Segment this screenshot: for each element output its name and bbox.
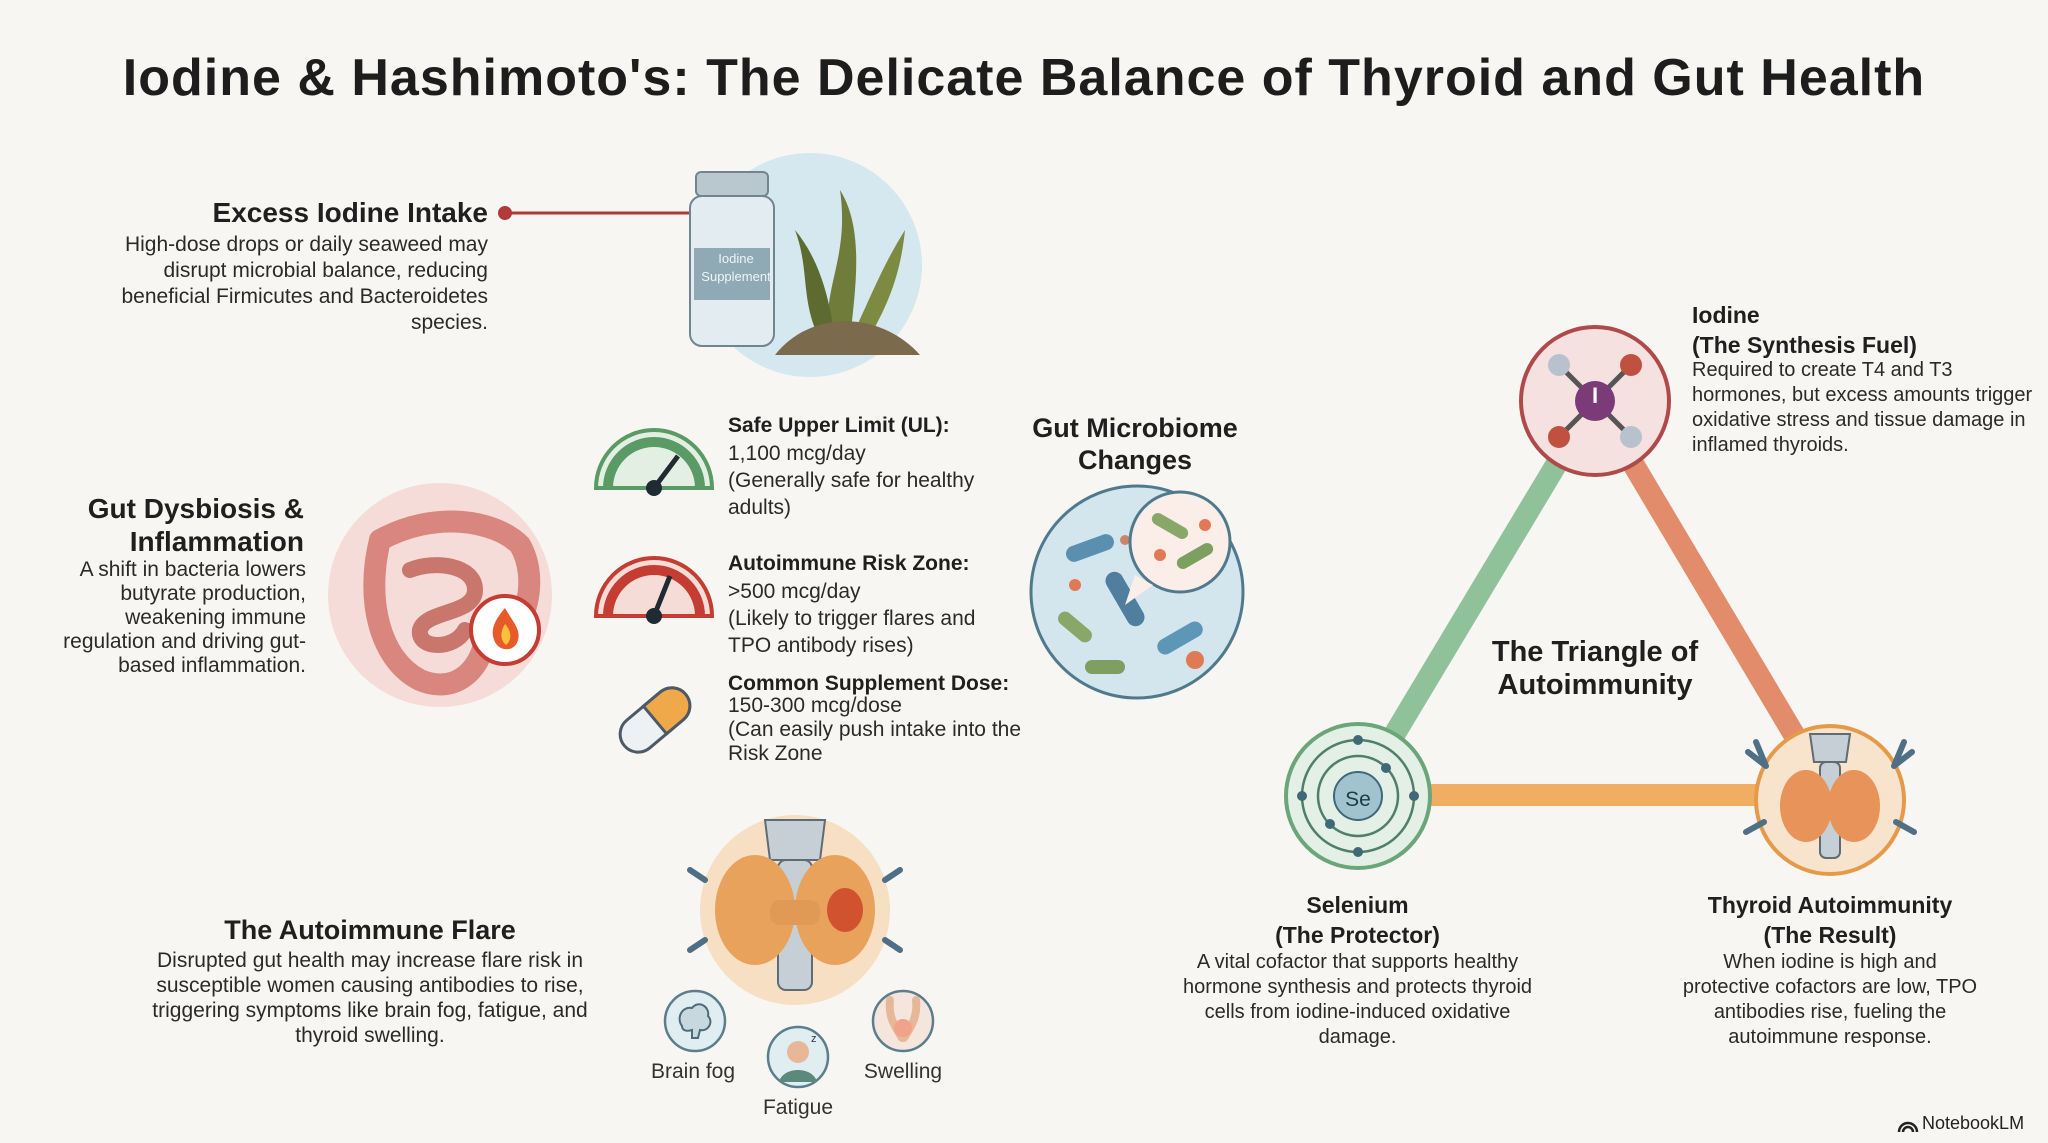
risk-zone-value: >500 mcg/day (728, 580, 861, 603)
microbiome-bacteria-illustration (1029, 484, 1245, 700)
risk-zone-label: Autoimmune Risk Zone: (728, 552, 970, 575)
capsule-icon (618, 686, 692, 754)
safe-limit-value: 1,100 mcg/day (728, 442, 866, 465)
microbiome-heading-line-2: Changes (1077, 445, 1193, 475)
iodine-molecule-icon (1519, 325, 1671, 477)
notebooklm-logo-icon (1897, 1121, 1919, 1133)
iodine-symbol: I (1591, 383, 1599, 408)
flare-body: Disrupted gut health may increase flare … (152, 949, 588, 1047)
triangle-center-line-1: The Triangle of (1491, 636, 1699, 668)
excess-iodine-heading: Excess Iodine Intake (212, 197, 488, 228)
safe-limit-note: (Generally safe for healthy adults) (728, 469, 975, 519)
thyroid-heading-line-2: (The Result) (1763, 922, 1897, 948)
safe-gauge-icon (593, 428, 715, 496)
symptom-brain-fog: Brain fog (650, 1060, 736, 1083)
risk-gauge-icon (593, 556, 715, 624)
bottle-label-line-2: Supplement (701, 269, 771, 284)
safe-limit-label: Safe Upper Limit (UL): (728, 414, 950, 437)
inflamed-thyroid-illustration (687, 815, 903, 1005)
brand-label: NotebookLM (1922, 1113, 2025, 1133)
dysbiosis-heading-line-2: Inflammation (129, 526, 304, 557)
dysbiosis-body: A shift in bacteria lowers butyrate prod… (63, 558, 306, 677)
iodine-heading-line-2: (The Synthesis Fuel) (1692, 332, 1917, 358)
triangle-center-line-2: Autoimmunity (1497, 669, 1693, 701)
fatigue-icon: z (766, 1025, 830, 1089)
swelling-icon (871, 989, 935, 1053)
selenium-atom-icon (1284, 722, 1432, 870)
microbiome-heading-line-1: Gut Microbiome (1032, 413, 1238, 443)
thyroid-body: When iodine is high and protective cofac… (1682, 951, 1978, 1048)
risk-zone-note: (Likely to trigger flares and TPO antibo… (728, 607, 976, 657)
supplement-dose-label: Common Supplement Dose: (728, 672, 1010, 695)
iodine-heading-line-1: Iodine (1692, 302, 1760, 328)
dysbiosis-heading-line-1: Gut Dysbiosis & (87, 493, 304, 524)
bottle-label-line-1: Iodine (718, 251, 754, 266)
page-title: Iodine & Hashimoto's: The Delicate Balan… (122, 49, 1926, 107)
svg-text:z: z (811, 1033, 817, 1045)
symptom-fatigue: Fatigue (762, 1096, 834, 1119)
thyroid-antibody-icon (1743, 724, 1917, 876)
iodine-body: Required to create T4 and T3 hormones, b… (1692, 359, 2033, 456)
selenium-symbol: Se (1345, 788, 1371, 811)
intestine-fire-icon (328, 483, 552, 707)
excess-iodine-body: High-dose drops or daily seaweed may dis… (121, 233, 488, 334)
flare-heading: The Autoimmune Flare (224, 915, 516, 945)
selenium-heading-line-1: Selenium (1306, 892, 1409, 918)
supplement-dose-note: (Can easily push intake into the Risk Zo… (728, 718, 1022, 765)
selenium-heading-line-2: (The Protector) (1275, 922, 1440, 948)
brain-icon (663, 989, 727, 1053)
symptom-swelling: Swelling (863, 1060, 943, 1083)
thyroid-heading-line-1: Thyroid Autoimmunity (1707, 892, 1953, 918)
iodine-supplement-illustration (689, 153, 922, 377)
supplement-dose-value: 150-300 mcg/dose (728, 694, 902, 717)
selenium-body: A vital cofactor that supports healthy h… (1182, 951, 1533, 1048)
